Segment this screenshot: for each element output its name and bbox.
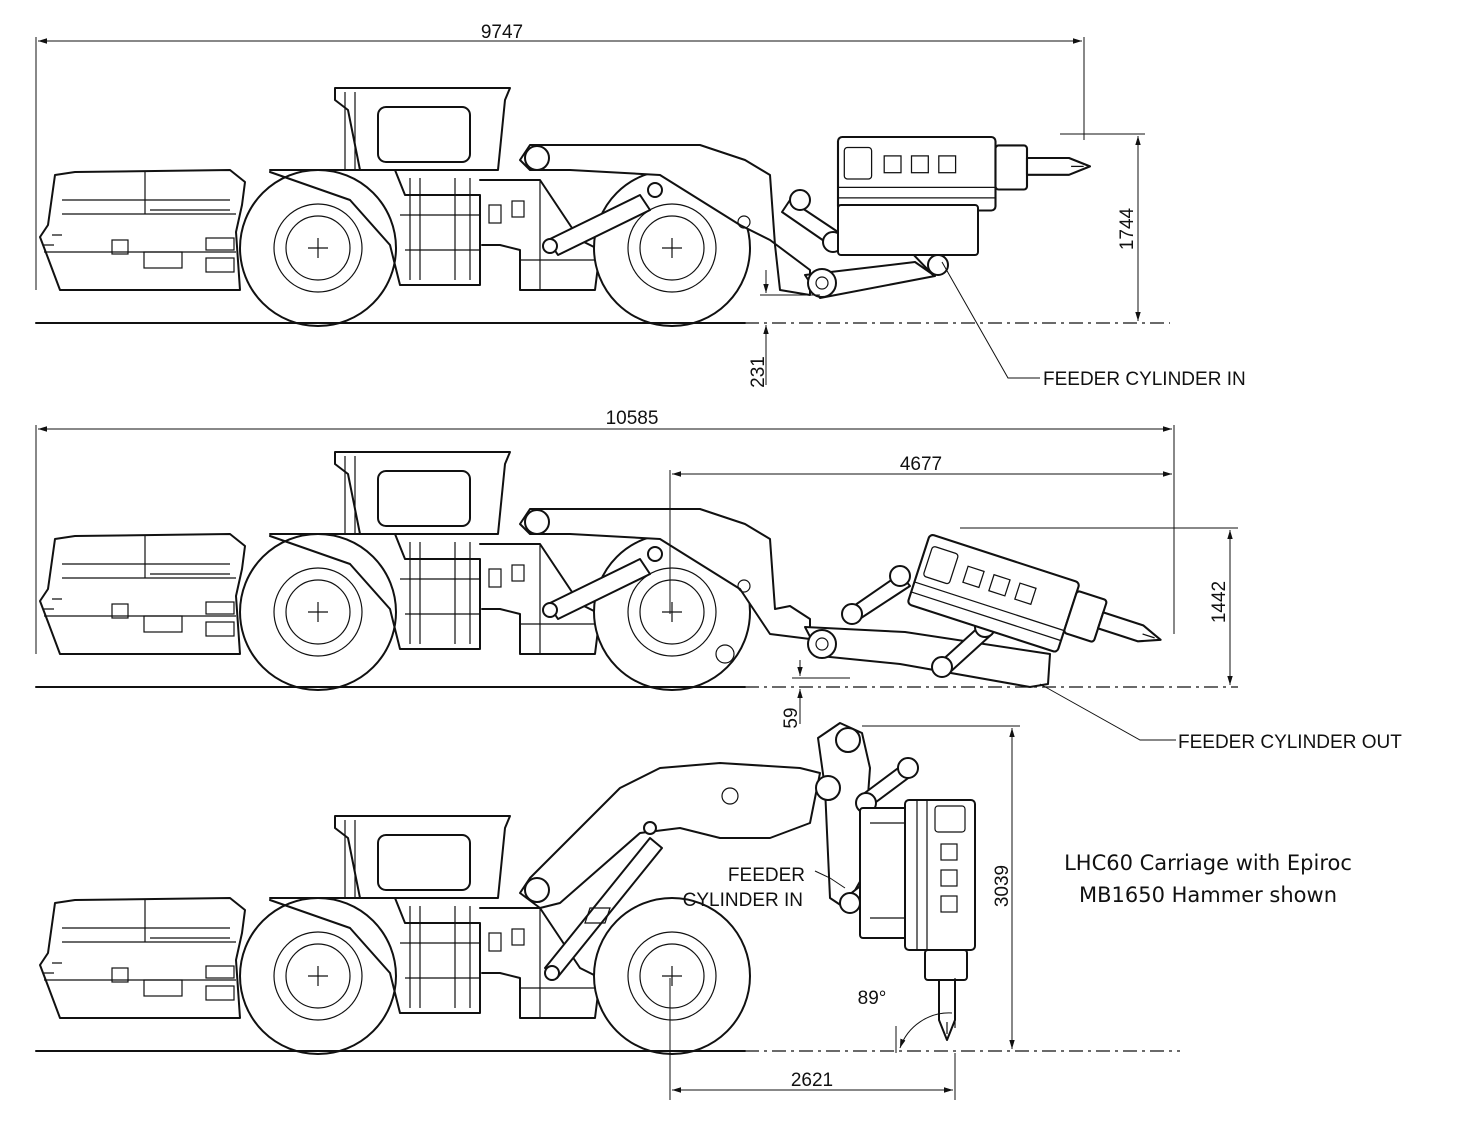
hammer-height-label: 1442 [1209, 581, 1230, 623]
max-height-label: 3039 [992, 865, 1013, 907]
boom [519, 762, 821, 909]
overall-length-label: 9747 [481, 22, 523, 43]
boom-reach-label: 4677 [900, 454, 942, 475]
view-raised: 3039 FEEDER CYLINDER IN 89° 2621 [35, 722, 1180, 1100]
callout-line2: CYLINDER IN [683, 890, 803, 911]
arc-arrow-icon [899, 1012, 953, 1049]
ground-clearance-label: 231 [748, 356, 769, 388]
overall-length-label: 10585 [606, 408, 659, 429]
view-feeder-in: 9747 1744 231 FEEDER CYLINDER IN [35, 22, 1246, 390]
callout-line1: FEEDER [728, 865, 805, 886]
hammer-height-label: 1744 [1117, 207, 1138, 250]
horizontal-offset-label: 2621 [791, 1070, 833, 1091]
callout-feeder-out: FEEDER CYLINDER OUT [1178, 732, 1402, 753]
callout-feeder-in: FEEDER CYLINDER IN [1043, 369, 1246, 390]
caption-line1: LHC60 Carriage with Epiroc [1064, 851, 1352, 875]
ground-clearance-label: 59 [781, 707, 802, 728]
view-feeder-out: 10585 4677 1442 59 FEEDER CYLINDER OUT [35, 408, 1402, 753]
angle-label: 89° [858, 988, 887, 1009]
caption-line2: MB1650 Hammer shown [1079, 883, 1337, 907]
